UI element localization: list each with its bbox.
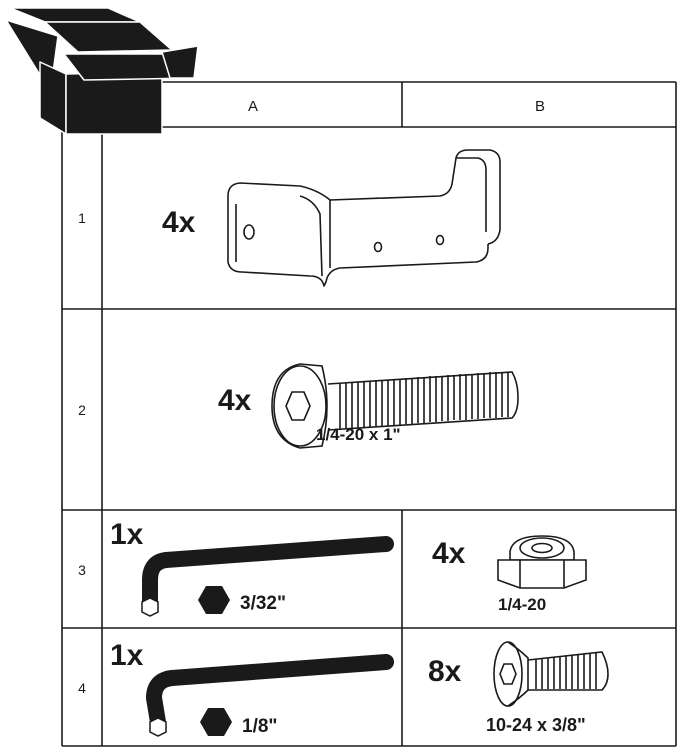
- table-grid: [61, 81, 677, 747]
- bolt-threads: [339, 372, 509, 429]
- flat-screw-size: 10-24 x 3/8": [486, 715, 586, 735]
- row-header-2: 2: [78, 402, 86, 418]
- lock-nut-size: 1/4-20: [498, 595, 546, 614]
- screw-threads: [535, 652, 597, 689]
- hex-key-small-size: 3/32": [240, 593, 286, 614]
- row-header-1: 1: [78, 210, 86, 226]
- hex-key-small-quantity: 1x: [110, 518, 144, 551]
- hex-size-symbol-large: [200, 708, 232, 736]
- button-bolt-quantity: 4x: [218, 384, 252, 417]
- button-bolt-size: 1/4-20 x 1": [316, 425, 401, 444]
- lock-nut-icon: [497, 535, 587, 589]
- hex-size-symbol-small: [198, 586, 230, 614]
- row-header-3: 3: [78, 562, 86, 578]
- flat-head-screw-icon: [493, 641, 609, 707]
- lock-nut-quantity: 4x: [432, 537, 466, 570]
- mounting-bracket-icon: [227, 149, 501, 287]
- flat-screw-quantity: 8x: [428, 655, 462, 688]
- button-head-bolt-icon: [271, 363, 519, 449]
- hex-key-small-icon: [141, 536, 394, 617]
- hex-key-large-size: 1/8": [242, 716, 277, 737]
- bracket-quantity: 4x: [162, 206, 196, 239]
- row-header-4: 4: [78, 680, 86, 696]
- hex-key-large-quantity: 1x: [110, 639, 144, 672]
- hex-key-large-icon: [146, 654, 394, 737]
- column-header-a: A: [248, 98, 258, 115]
- column-header-b: B: [535, 98, 545, 115]
- box-icon: [5, 7, 199, 135]
